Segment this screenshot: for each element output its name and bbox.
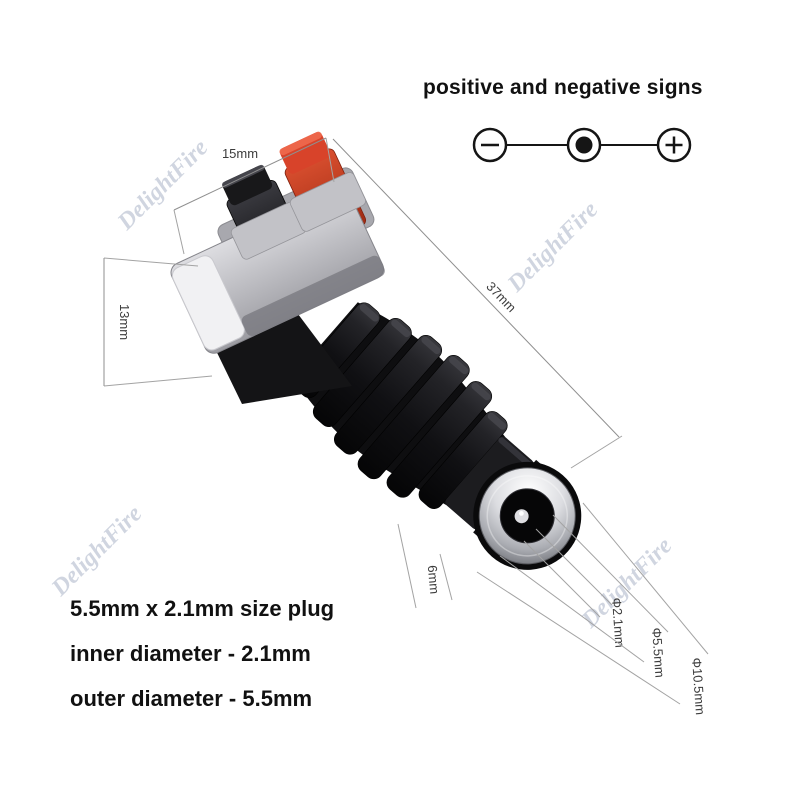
extension-line <box>103 375 213 387</box>
center-pin-dot-icon <box>575 136 593 154</box>
rib-highlight <box>391 319 411 338</box>
dimension-15mm: 15mm <box>173 137 335 255</box>
dimension-inner-diameter: Φ5.5mm <box>499 514 669 678</box>
red-button-highlight <box>279 131 322 156</box>
polarity-diagram <box>472 127 692 163</box>
rib-highlight <box>487 412 507 430</box>
watermark-text: DelightFire <box>502 197 603 298</box>
black-push-button <box>222 165 273 206</box>
rib-4 <box>357 355 470 480</box>
barrel-neck-highlight <box>498 437 534 469</box>
dimension-6mm: 6mm <box>397 523 453 609</box>
watermark-text: DelightFire <box>576 533 677 634</box>
jack-center-pin <box>514 509 529 524</box>
extension-line <box>476 571 681 705</box>
extension-line <box>582 502 709 655</box>
dimension-outer-diameter: Φ10.5mm <box>476 502 709 715</box>
extension-line <box>439 553 453 601</box>
rib-6 <box>418 411 508 509</box>
watermark-text: DelightFire <box>112 135 213 236</box>
caption-inner-diameter: inner diameter - 2.1mm <box>70 641 311 666</box>
rib-highlight <box>359 304 379 322</box>
caption-outer-diameter: outer diameter - 5.5mm <box>70 686 313 711</box>
dimension-pin-diameter: Φ2.1mm <box>523 528 627 648</box>
rib-2 <box>312 317 412 427</box>
white-end-cap <box>171 255 245 351</box>
dimension-label-13mm: 13mm <box>117 304 132 340</box>
caption-size-plug: 5.5mm x 2.1mm size plug <box>70 596 335 621</box>
extension-line <box>570 435 623 469</box>
rib-highlight <box>421 336 441 355</box>
terminal-block <box>170 131 385 354</box>
connector-body <box>292 302 582 570</box>
extension-line <box>103 257 199 267</box>
dimension-label-15mm: 15mm <box>222 146 258 161</box>
extension-line <box>397 523 417 609</box>
dimension-line <box>173 137 327 211</box>
polarity-title: positive and negative signs <box>423 76 703 99</box>
rib-highlight <box>471 382 491 401</box>
rib-5 <box>386 381 493 498</box>
jack-pin-highlight <box>519 510 524 516</box>
button-collar-right <box>289 172 366 232</box>
dimension-label-inner-diameter: Φ5.5mm <box>649 627 667 678</box>
watermark-text: DelightFire <box>46 501 147 602</box>
jack-metal-sheen <box>486 475 569 557</box>
dimension-line <box>332 138 620 438</box>
dimension-label-6mm: 6mm <box>425 565 442 595</box>
extension-line <box>523 540 601 618</box>
rib-highlight <box>449 356 469 375</box>
dimension-label-outer-diameter: Φ10.5mm <box>689 657 708 715</box>
extension-line <box>552 514 669 633</box>
extension-line <box>499 555 645 663</box>
rib-3 <box>333 334 443 455</box>
extension-line <box>173 209 185 255</box>
caption-block: 5.5mm x 2.1mm size plug inner diameter -… <box>70 596 334 731</box>
extension-line <box>325 137 335 183</box>
dimension-label-pin-diameter: Φ2.1mm <box>609 597 627 648</box>
dimension-13mm: 13mm <box>103 257 213 387</box>
block-bottom-shade <box>241 255 385 336</box>
red-push-button <box>279 132 331 174</box>
extension-line <box>535 528 613 606</box>
